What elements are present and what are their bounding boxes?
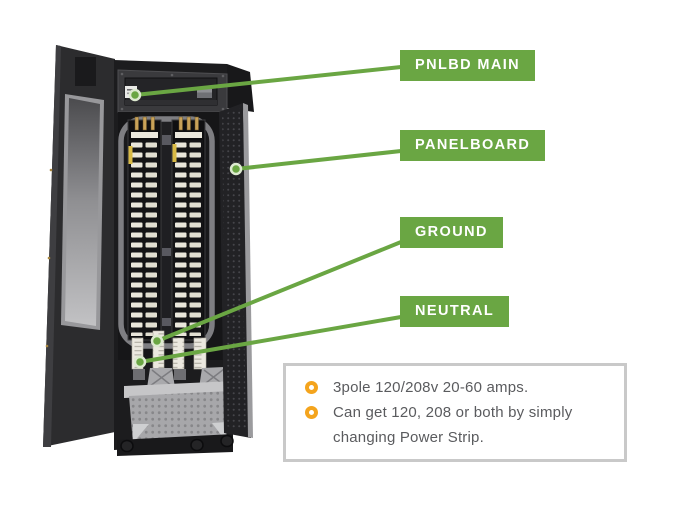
caster-wheel xyxy=(190,438,204,452)
leader-panelboard xyxy=(234,149,403,171)
callout-dot xyxy=(229,162,243,176)
caster-wheel xyxy=(120,439,134,453)
callout-dot xyxy=(150,334,164,348)
spec-text: 3pole 120/208v 20-60 amps. xyxy=(333,379,529,396)
leader-pnlbd-main xyxy=(133,65,403,97)
bullet-ring-icon xyxy=(305,406,318,419)
spec-item: Can get 120, 208 or both by simply chang… xyxy=(305,400,614,450)
spec-item: 3pole 120/208v 20-60 amps. xyxy=(305,375,614,400)
spec-text: Can get 120, 208 or both by simply chang… xyxy=(333,404,573,446)
leader-neutral xyxy=(138,315,403,364)
callout-label-ground: GROUND xyxy=(400,217,503,248)
callout-label-pnlbd-main: PNLBD MAIN xyxy=(400,50,536,81)
callout-label-neutral: NEUTRAL xyxy=(400,296,510,327)
leader-ground xyxy=(155,240,403,343)
leader-lines xyxy=(133,65,403,364)
breaker-column-left xyxy=(127,116,162,341)
panelboard-interior xyxy=(117,112,234,456)
specs-box: 3pole 120/208v 20-60 amps. Can get 120, … xyxy=(283,363,627,462)
callout-dot xyxy=(133,355,147,369)
callout-dots xyxy=(128,88,243,369)
callout-dot xyxy=(128,88,142,102)
unit-display xyxy=(197,89,212,98)
callout-label-panelboard: PANELBOARD xyxy=(400,130,546,161)
cable-tray xyxy=(124,381,234,444)
door-window-glass xyxy=(65,98,100,326)
left-door xyxy=(43,45,115,447)
caster-wheel xyxy=(220,434,234,448)
breaker-column-right xyxy=(171,116,206,341)
right-door xyxy=(219,103,253,438)
bullet-ring-icon xyxy=(305,381,318,394)
cabinet-base xyxy=(117,434,234,456)
